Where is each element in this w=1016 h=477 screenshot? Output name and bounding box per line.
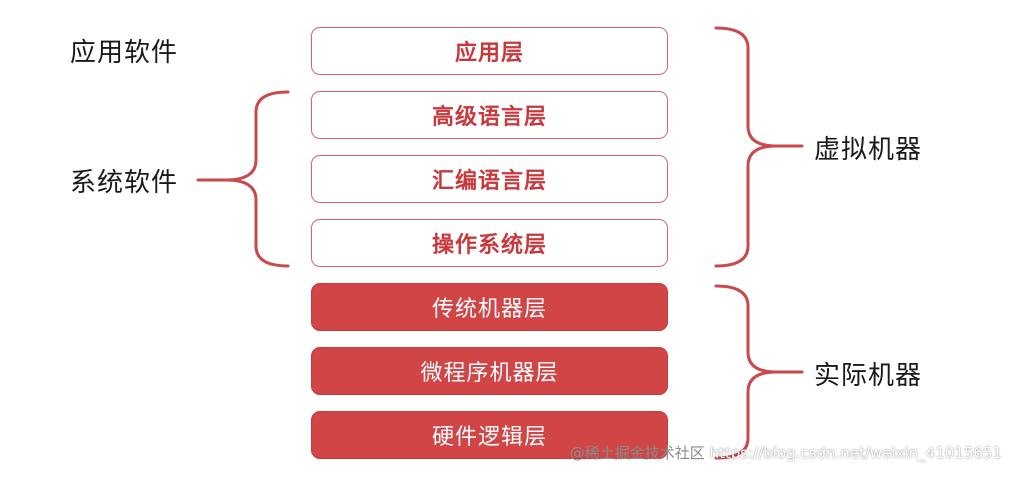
watermark-url: https://blog.csdn.net/weixin_41015651 bbox=[709, 444, 1002, 462]
right-brace-real-machine bbox=[714, 284, 777, 460]
watermark: @稀土掘金技术社区 https://blog.csdn.net/weixin_4… bbox=[570, 442, 1002, 463]
right-brace-virtual-machine bbox=[714, 26, 777, 268]
layer-microprogram-machine: 微程序机器层 bbox=[311, 347, 668, 395]
left-brace-system-software bbox=[225, 90, 290, 268]
label-application-software: 应用软件 bbox=[70, 38, 179, 68]
label-real-machine: 实际机器 bbox=[814, 361, 923, 391]
watermark-brand: @稀土掘金技术社区 bbox=[569, 444, 705, 462]
layer-operating-system: 操作系统层 bbox=[311, 219, 668, 267]
layer-assembly-language: 汇编语言层 bbox=[311, 155, 668, 203]
label-system-software: 系统软件 bbox=[70, 168, 179, 198]
layer-conventional-machine: 传统机器层 bbox=[311, 283, 668, 331]
layer-hardware-logic: 硬件逻辑层 bbox=[311, 411, 668, 459]
label-virtual-machine: 虚拟机器 bbox=[814, 135, 923, 165]
layer-high-level-language: 高级语言层 bbox=[311, 91, 668, 139]
layer-application: 应用层 bbox=[311, 27, 668, 75]
